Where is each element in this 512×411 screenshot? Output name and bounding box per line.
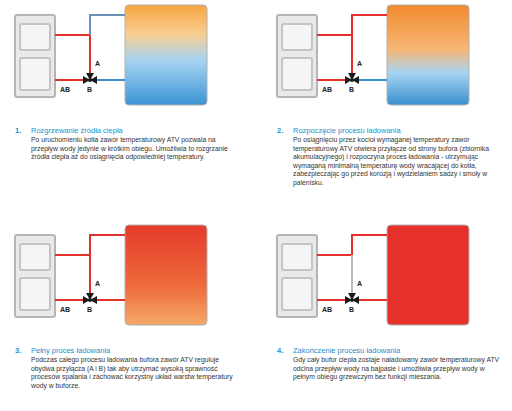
port-letter: B: [349, 306, 354, 314]
step-heading: Zakończenie procesu ładowania: [293, 346, 508, 355]
step-number: 3.: [15, 346, 21, 355]
port-letter: A: [95, 60, 100, 68]
step-heading: Pełny proces ładowania: [31, 346, 246, 355]
step-heading: Rozgrzewanie źródła ciepła: [31, 126, 246, 135]
step-description: Gdy cały bufor ciepła zostaje naładowany…: [293, 356, 505, 382]
port-letter: AB: [322, 306, 332, 314]
port-letter: AB: [322, 86, 332, 94]
port-letter: A: [357, 60, 362, 68]
step-description: Podczas całego procesu ładowania bufora …: [31, 356, 243, 390]
step-description: Po osiągnięciu przez kocioł wymaganej te…: [293, 136, 505, 188]
port-letter: A: [95, 280, 100, 288]
port-letter: B: [87, 306, 92, 314]
step-number: 2.: [277, 126, 283, 135]
port-letter: AB: [60, 306, 70, 314]
port-letter: AB: [60, 86, 70, 94]
port-letter: A: [357, 280, 362, 288]
port-letter: B: [87, 86, 92, 94]
port-letter: B: [349, 86, 354, 94]
step-number: 1.: [15, 126, 21, 135]
step-number: 4.: [277, 346, 283, 355]
step-description: Po uruchomieniu kotła zawór temperaturow…: [31, 136, 243, 162]
step-heading: Rozpoczęcie procesu ładowania: [293, 126, 508, 135]
